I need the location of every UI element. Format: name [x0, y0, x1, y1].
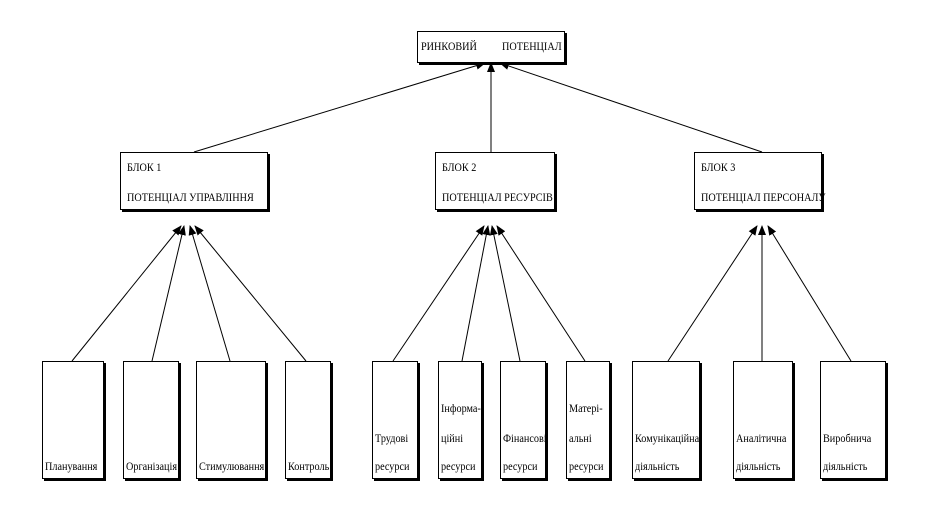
arrow-stimulation-to-block-1: [188, 225, 231, 362]
leaf-node-communication-activity: Комунікаційна діяльність: [632, 361, 700, 479]
leaf-node-stimulation: Стимулювання: [196, 361, 266, 479]
leaf-line: діяльність: [635, 459, 680, 473]
leaf-node-financial-resources: Фінансові ресурси: [500, 361, 547, 479]
leaf-node-information-resources: Інформа- ційні ресурси: [438, 361, 482, 479]
leaf-line: ресурси: [441, 459, 476, 473]
leaf-node-control: Контроль: [285, 361, 331, 479]
leaf-line: Фінансові: [503, 431, 547, 445]
block-node-management: БЛОК 1 ПОТЕНЦІАЛ УПРАВЛІННЯ: [120, 152, 268, 210]
leaf-line: Організація: [126, 459, 178, 473]
arrow-information-to-block-2: [461, 225, 491, 362]
root-label-right: ПОТЕНЦІАЛ: [502, 39, 562, 53]
arrow-block-1-to-root: [193, 61, 486, 153]
leaf-line: ресурси: [503, 459, 538, 473]
leaf-node-labor-resources: Трудові ресурси: [372, 361, 418, 479]
block-subtitle: ПОТЕНЦІАЛ ПЕРСОНАЛУ: [701, 190, 826, 204]
arrow-financial-to-block-2: [489, 225, 521, 362]
leaf-node-analytical-activity: Аналітична діяльність: [733, 361, 793, 479]
leaf-line: альні: [569, 431, 592, 445]
arrow-material-to-block-2: [496, 225, 586, 362]
leaf-line: ресурси: [375, 459, 410, 473]
root-label-left: РИНКОВИЙ: [421, 39, 477, 53]
block-node-personnel: БЛОК 3 ПОТЕНЦІАЛ ПЕРСОНАЛУ: [694, 152, 826, 210]
arrow-planning-to-block-1: [71, 225, 182, 362]
leaf-line: Аналітична: [736, 431, 787, 445]
leaf-line: Виробнича: [823, 431, 872, 445]
arrow-block-3-to-root: [499, 62, 763, 153]
arrow-communication-to-block-3: [667, 225, 758, 362]
leaf-line: діяльність: [823, 459, 868, 473]
leaf-line: Матері-: [569, 401, 603, 415]
block-subtitle: ПОТЕНЦІАЛ РЕСУРСІВ: [442, 190, 553, 204]
leaf-line: Стимулювання: [199, 459, 265, 473]
leaf-line: Планування: [45, 459, 98, 473]
leaf-line: ційні: [441, 431, 464, 445]
block-title: БЛОК 3: [701, 160, 736, 174]
leaf-line: ресурси: [569, 459, 604, 473]
leaf-node-material-resources: Матері- альні ресурси: [566, 361, 610, 479]
root-node-market-potential: РИНКОВИЙ ПОТЕНЦІАЛ: [417, 31, 565, 63]
arrow-organization-to-block-1: [151, 225, 186, 362]
leaf-node-planning: Планування: [42, 361, 104, 479]
leaf-line: Комунікаційна: [635, 431, 700, 445]
arrow-control-to-block-1: [194, 225, 307, 362]
block-title: БЛОК 1: [127, 160, 162, 174]
block-subtitle: ПОТЕНЦІАЛ УПРАВЛІННЯ: [127, 190, 254, 204]
leaf-line: діяльність: [736, 459, 781, 473]
leaf-line: Контроль: [288, 459, 330, 473]
arrow-labor-to-block-2: [392, 225, 485, 362]
leaf-node-organization: Організація: [123, 361, 179, 479]
block-node-resources: БЛОК 2 ПОТЕНЦІАЛ РЕСУРСІВ: [435, 152, 555, 210]
leaf-line: Інформа-: [441, 401, 481, 415]
block-title: БЛОК 2: [442, 160, 477, 174]
arrow-production-to-block-3: [767, 225, 852, 362]
leaf-line: Трудові: [375, 431, 409, 445]
leaf-node-production-activity: Виробнича діяльність: [820, 361, 886, 479]
